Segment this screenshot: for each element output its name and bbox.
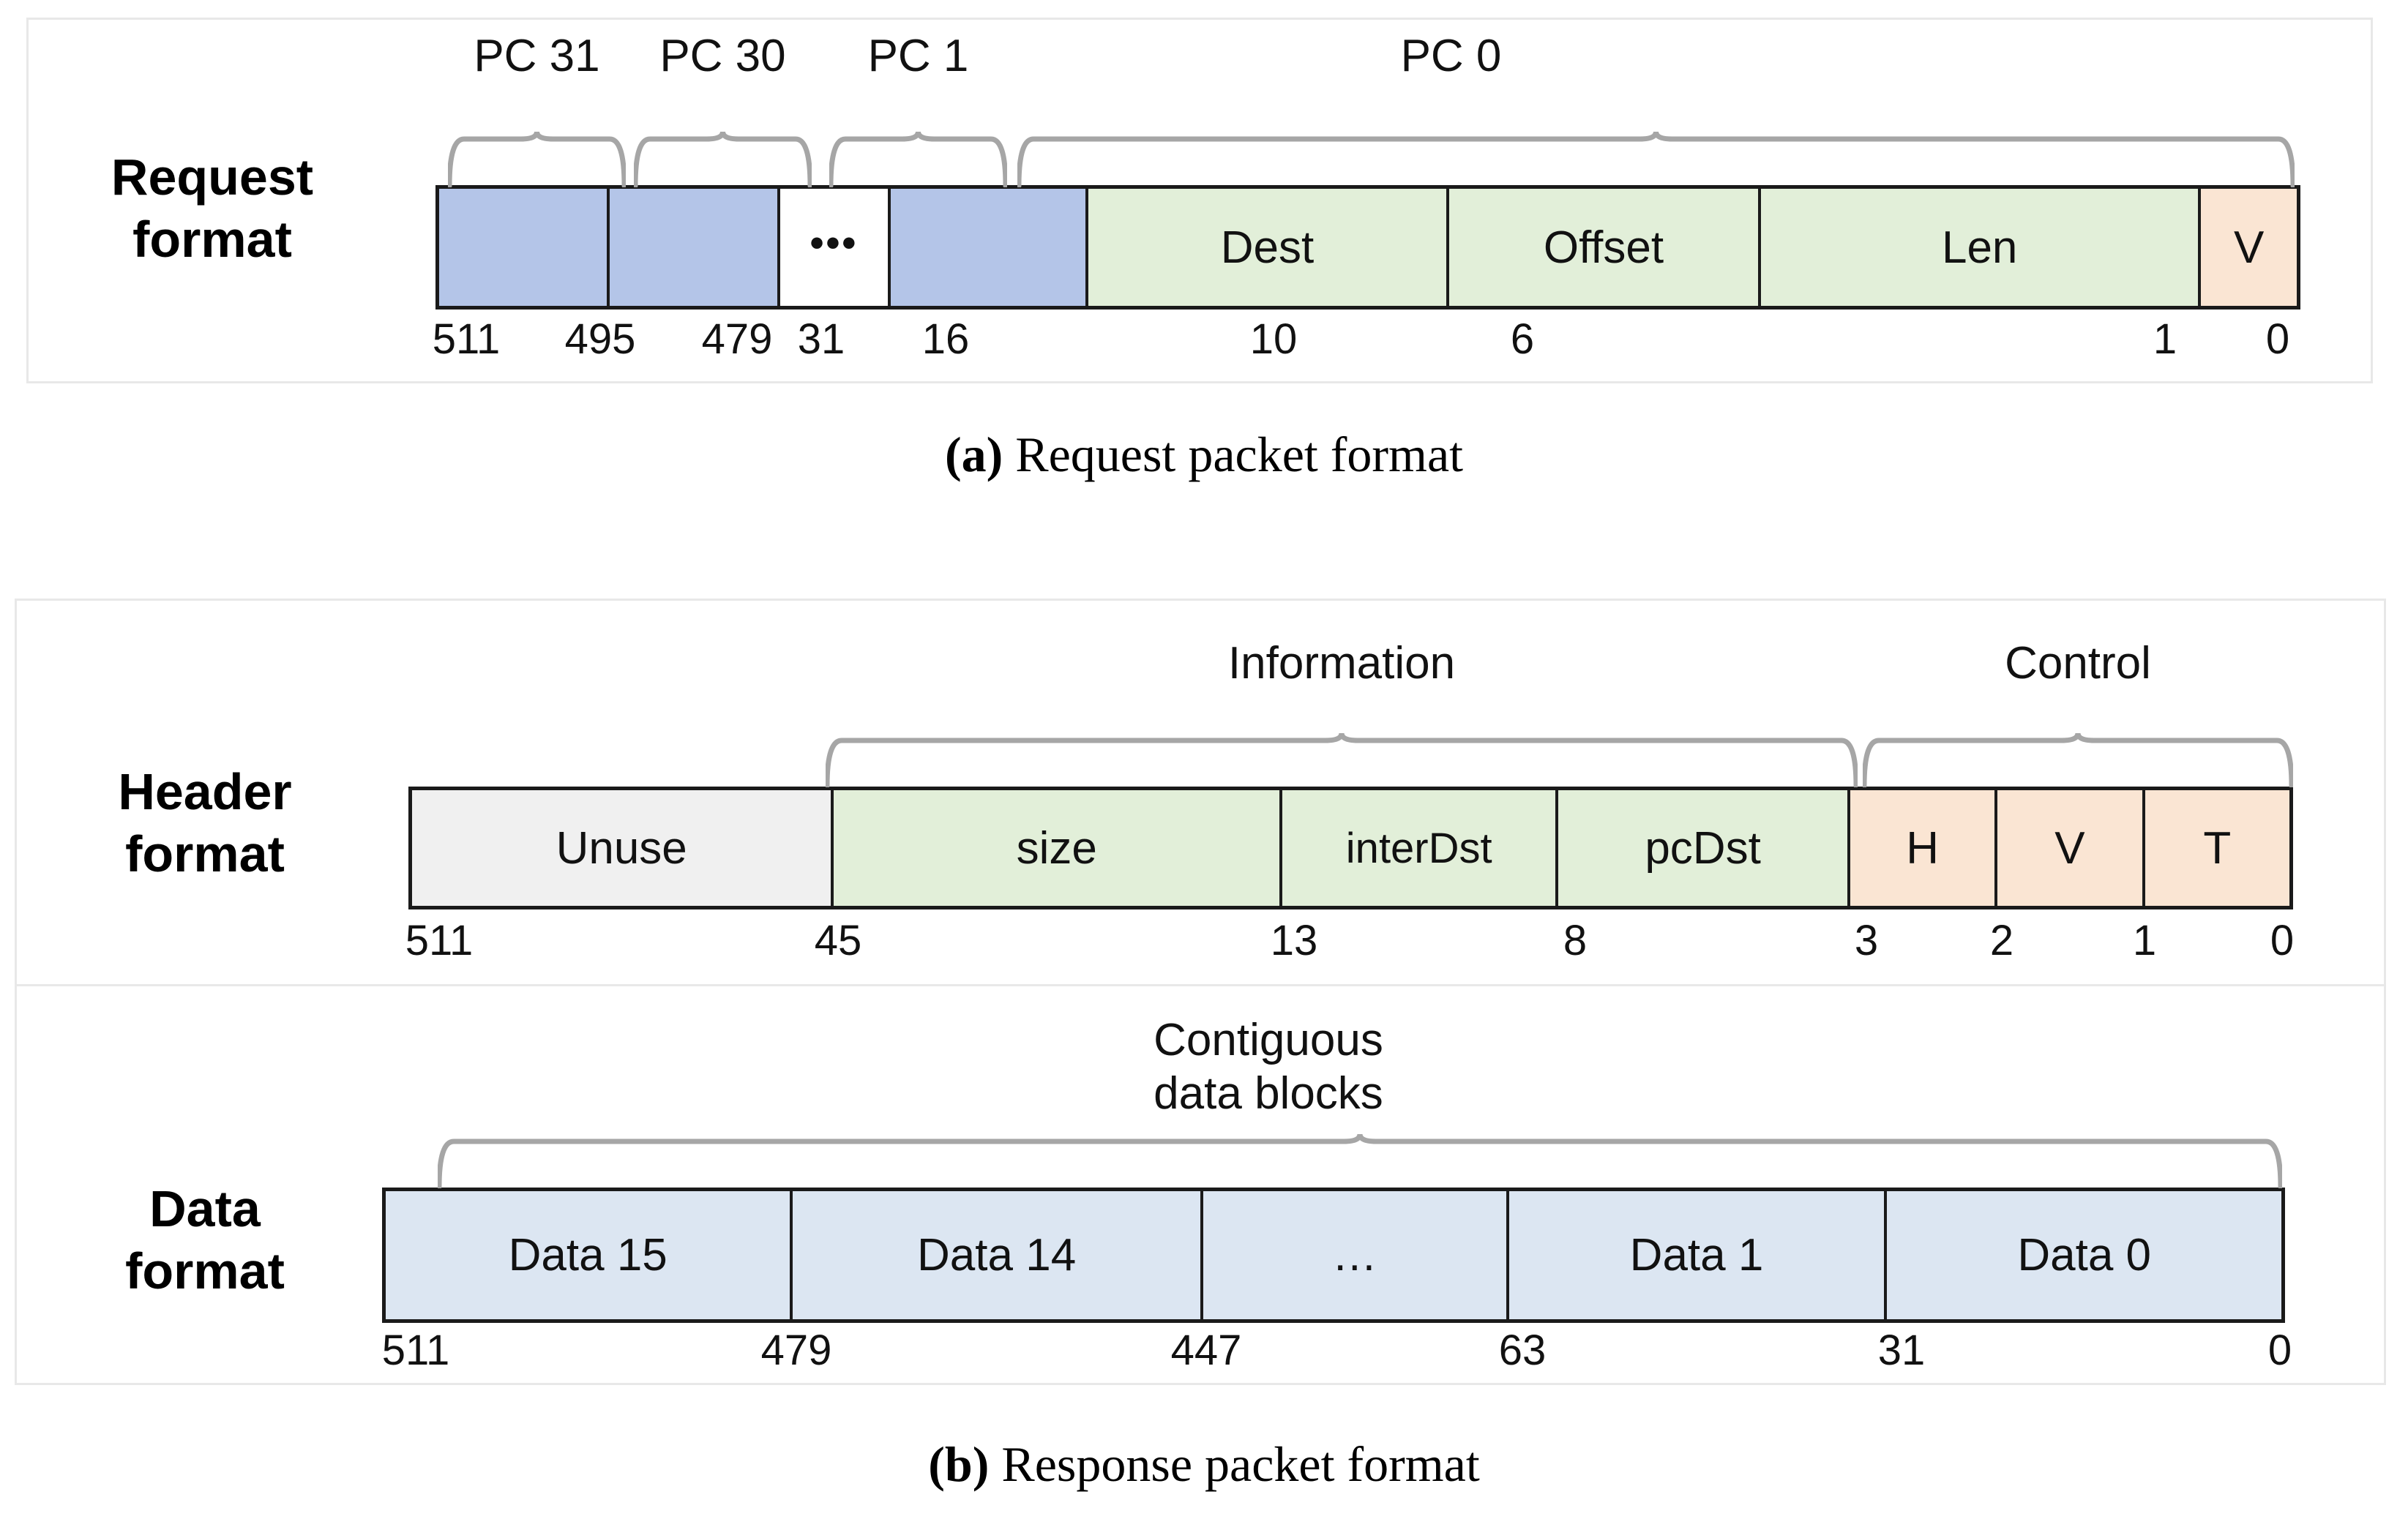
caption-b-text: Response packet format [989,1436,1480,1492]
bit-index-tick: 16 [921,315,970,363]
bit-index-tick: 0 [2267,1327,2292,1374]
bit-index-tick: 31 [797,315,845,363]
bit-index-tick: 479 [701,315,773,363]
field-cell: ••• [779,189,891,306]
field-cell: Data 1 [1508,1191,1888,1319]
field-cell: Unuse [412,790,834,906]
caption-b: (b) Response packet format [0,1436,2408,1493]
field-cell: interDst [1282,790,1559,906]
field-cell [439,189,610,306]
bit-index-tick: 8 [1563,917,1588,964]
bit-index-tick: 13 [1270,917,1318,964]
bit-index-tick: 511 [432,315,501,363]
group-brace [829,130,1007,187]
field-cell [609,189,780,306]
group-brace [634,130,812,187]
caption-b-prefix: (b) [928,1436,990,1492]
bit-index-tick: 511 [405,917,474,964]
field-cell: Offset [1448,189,1762,306]
group-brace-label: PC 1 [867,31,969,81]
group-brace-label: Control [2005,638,2151,689]
field-cell: Data 14 [793,1191,1203,1319]
bit-index-tick: 447 [1170,1327,1242,1374]
bit-index-tick: 63 [1498,1327,1547,1374]
bit-index-tick: 0 [2265,315,2290,363]
field-cell: H [1850,790,1998,906]
bit-index-tick: 31 [1877,1327,1926,1374]
bit-index-tick: 6 [1510,315,1535,363]
bit-index-tick: 45 [814,917,862,964]
field-cell: Data 15 [386,1191,793,1319]
field-cell: T [2145,790,2290,906]
group-brace-label: Contiguous data blocks [1153,1015,1383,1119]
caption-a: (a) Request packet format [0,426,2408,484]
bit-index-tick: 1 [2132,917,2157,964]
bit-index-tick: 479 [760,1327,832,1374]
caption-a-text: Request packet format [1003,427,1464,482]
group-brace [1863,732,2293,787]
bit-index-tick: 3 [1854,917,1879,964]
field-cell [891,189,1088,306]
caption-a-prefix: (a) [944,427,1003,482]
bit-index-tick: 10 [1249,315,1298,363]
field-cell: Dest [1088,189,1449,306]
data-format-row-label: Data format [125,1180,285,1300]
group-brace-label: Information [1227,638,1456,689]
request-format-row-label: Request format [111,149,314,269]
bit-index-tick: 495 [564,315,636,363]
field-cell: V [2201,189,2297,306]
bit-index-tick: 2 [1989,917,2014,964]
group-brace [826,732,1858,787]
group-brace-label: PC 31 [474,31,600,81]
header-format-row-label: Header format [118,763,292,883]
field-cell: size [834,790,1283,906]
bit-index-tick: 0 [2270,917,2295,964]
group-brace [1017,130,2295,187]
group-brace-label: PC 0 [1400,31,1502,81]
bit-index-tick: 511 [381,1327,450,1374]
field-cell: pcDst [1558,790,1850,906]
group-brace [448,130,626,187]
field-cell: Len [1761,189,2202,306]
field-cell: Data 0 [1887,1191,2281,1319]
group-brace-label: PC 30 [659,31,786,81]
field-cell: … [1203,1191,1509,1319]
response-panel-divider [15,984,2386,986]
field-cell: V [1997,790,2145,906]
group-brace [438,1133,2282,1188]
bit-index-tick: 1 [2153,315,2177,363]
